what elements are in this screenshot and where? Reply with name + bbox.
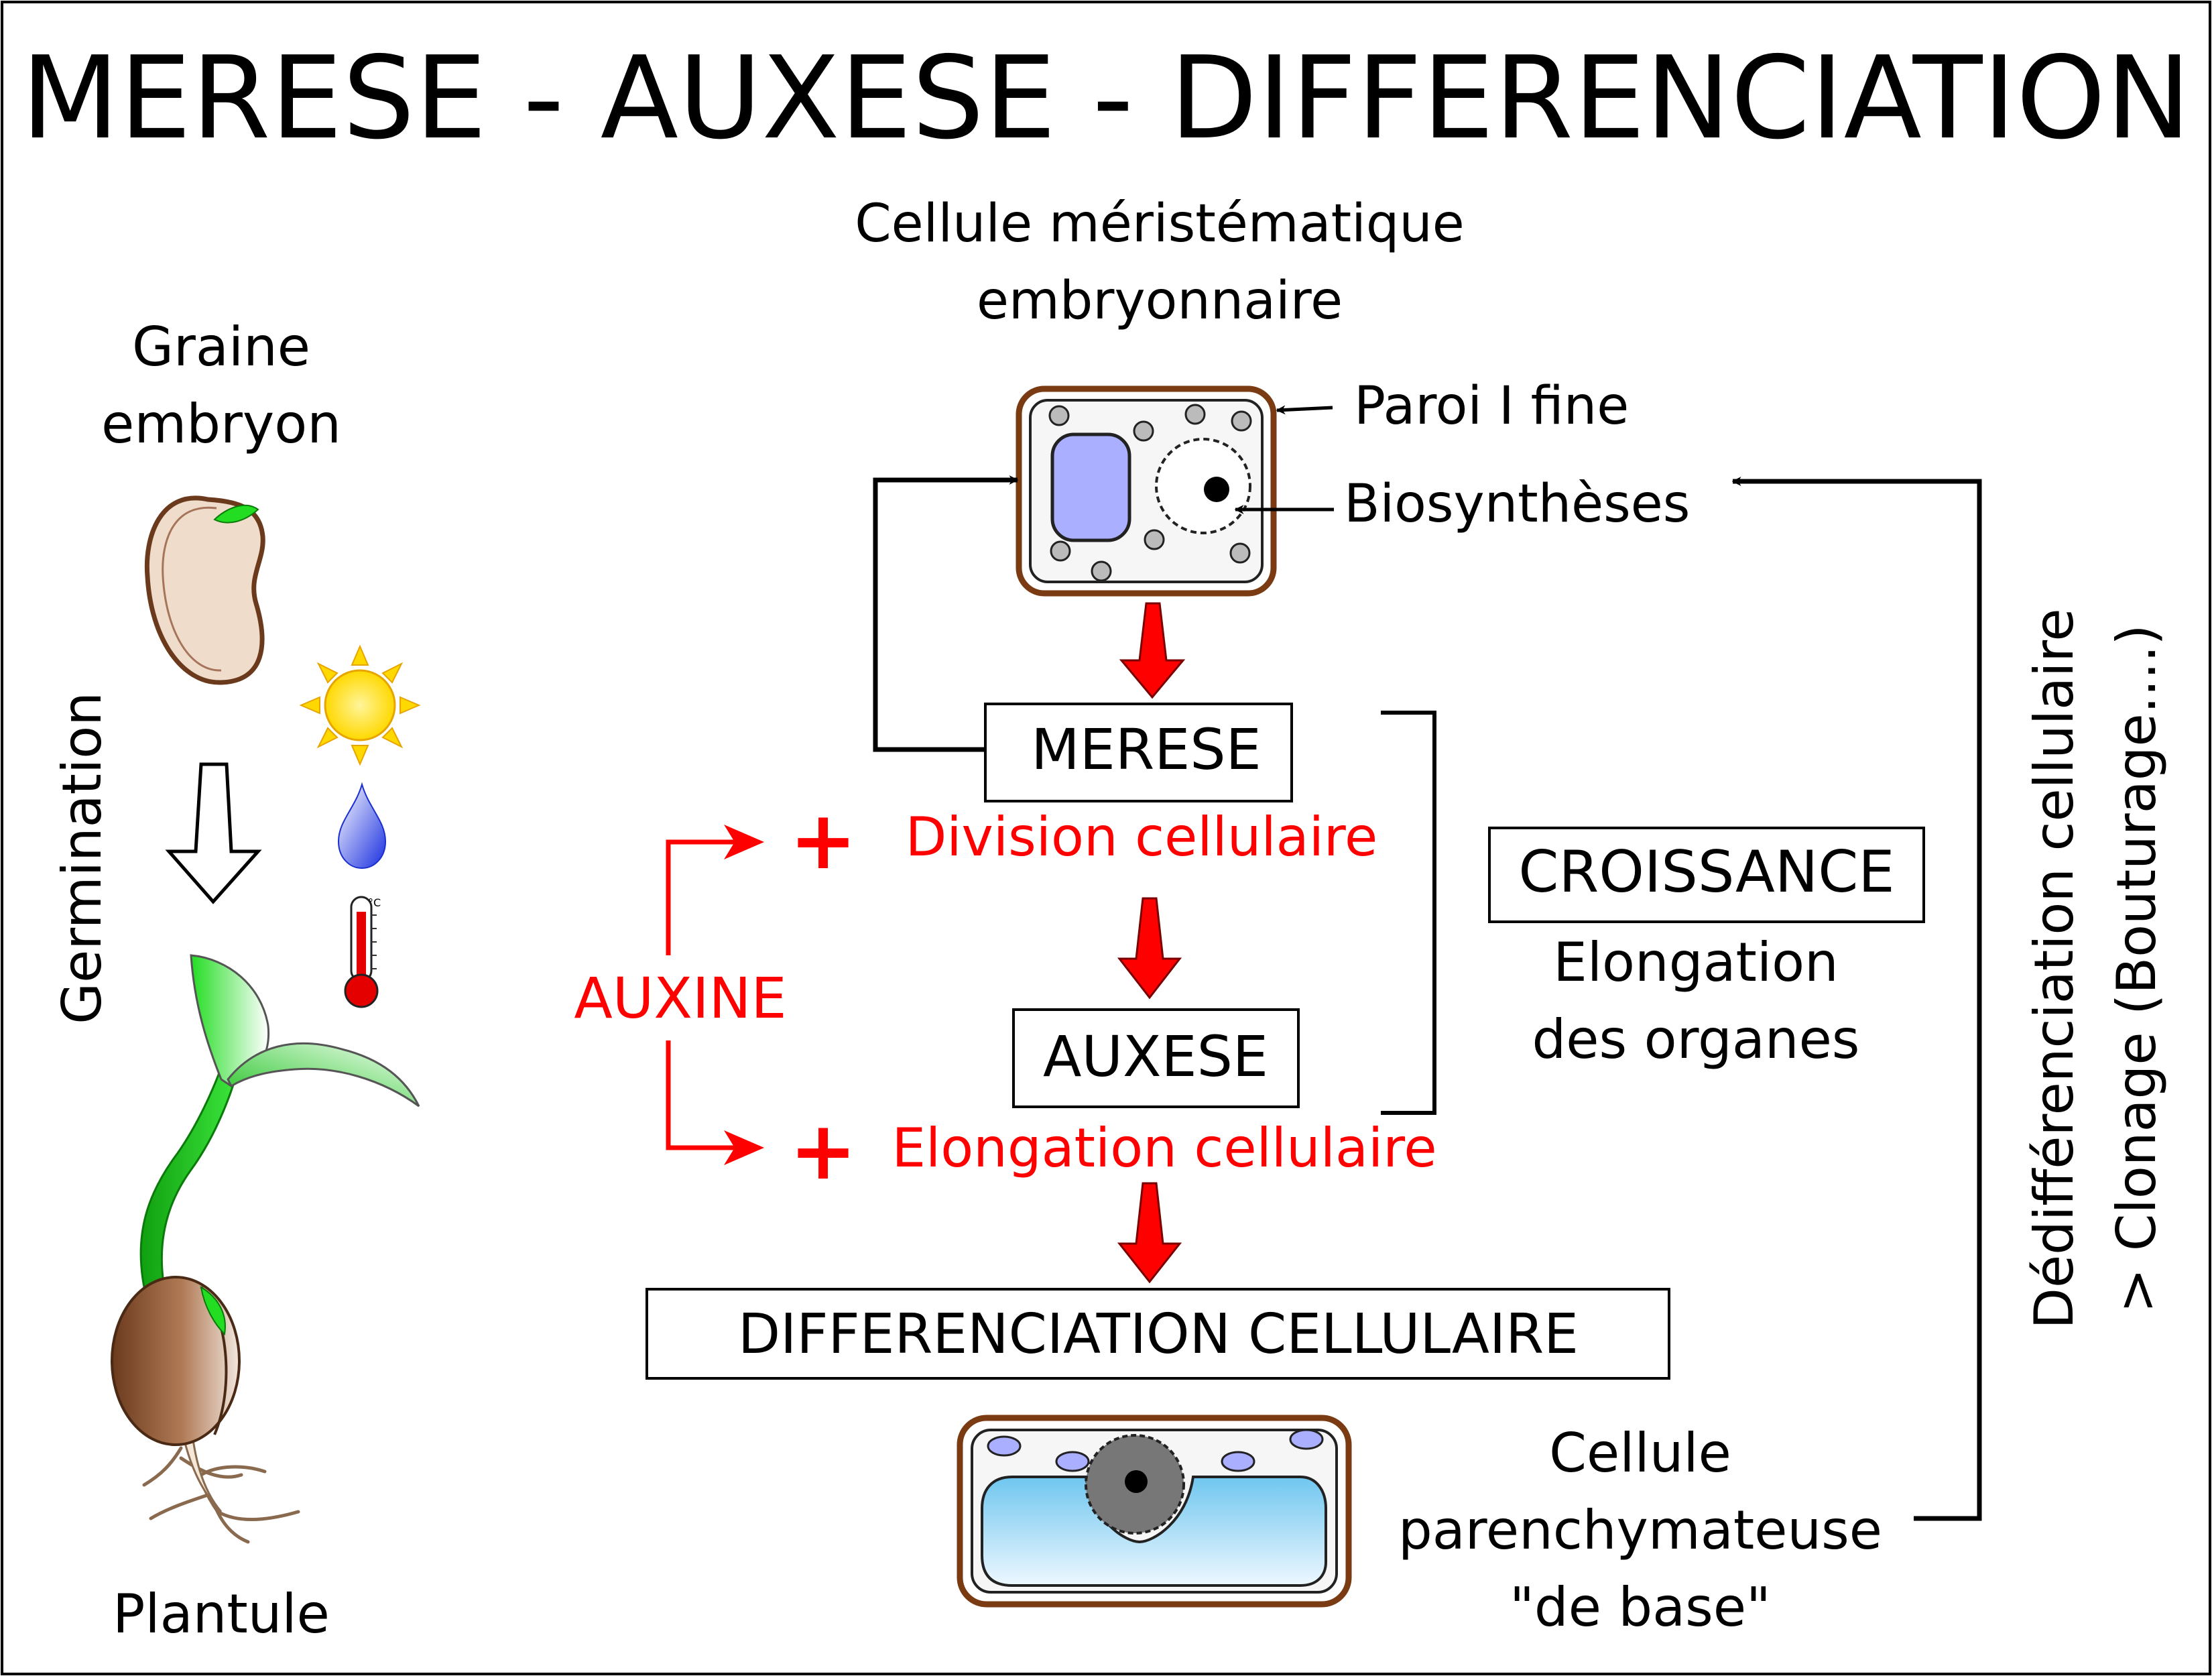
germination-arrow: [165, 762, 262, 904]
meristem-label-line2: embryonnaire: [977, 271, 1343, 331]
biosynthesis-annotation: Biosynthèses: [1344, 474, 1690, 534]
auxine-arrowhead-top: [724, 825, 764, 859]
red-arrow-to-differenciation: [1117, 1182, 1182, 1284]
plantlet-illustration: [111, 954, 420, 1544]
plus-elongation: +: [790, 1105, 857, 1198]
parenchyma-label-line1: Cellule: [1549, 1422, 1731, 1484]
auxese-label: AUXESE: [1043, 1024, 1268, 1089]
meristem-label-line1: Cellule méristématique: [855, 194, 1465, 254]
merese-loop-arrow: [873, 475, 1019, 752]
growth-bracket: [1381, 711, 1436, 1115]
meristem-nucleus: [1155, 438, 1251, 534]
parenchyma-plastids: [987, 1429, 1324, 1472]
meristem-vacuole: [1050, 432, 1131, 542]
auxine-label: AUXINE: [574, 965, 786, 1031]
seed-illustration: [144, 495, 265, 685]
plus-division: +: [790, 794, 857, 888]
thermometer-unit-label: °C: [368, 896, 381, 909]
page-title: MERESE - AUXESE - DIFFERENCIATION: [21, 32, 2191, 165]
seed-label-line2: embryon: [101, 393, 341, 455]
thermometer-icon: °C: [344, 896, 381, 1008]
division-text: Division cellulaire: [906, 806, 1378, 868]
parenchyma-nucleolus: [1125, 1470, 1148, 1493]
wall-annotation: Paroi I fine: [1354, 376, 1629, 436]
dedifferentiation-arrow: [1731, 477, 1982, 1521]
sun-icon: [299, 644, 421, 766]
growth-text-line2: des organes: [1532, 1008, 1860, 1071]
auxine-arrowhead-bottom: [724, 1130, 764, 1165]
croissance-box: [1488, 827, 1925, 923]
water-drop-icon: [337, 782, 387, 870]
merese-box: [984, 703, 1293, 802]
red-arrow-to-auxese: [1117, 897, 1182, 1000]
parenchyma-label-line2: parenchymateuse: [1398, 1499, 1882, 1561]
differenciation-box: [646, 1288, 1670, 1380]
parenchyma-vacuole: [981, 1476, 1327, 1587]
red-arrow-to-merese: [1119, 602, 1186, 699]
wall-annotation-arrow: [1276, 405, 1333, 415]
parenchyma-label-line3: "de base": [1510, 1576, 1771, 1638]
plantlet-label: Plantule: [113, 1583, 330, 1645]
differenciation-label: DIFFERENCIATION CELLULAIRE: [738, 1303, 1579, 1366]
elongation-text: Elongation cellulaire: [892, 1117, 1436, 1179]
meristem-organelles: [1048, 404, 1252, 582]
growth-text-line1: Elongation: [1553, 931, 1838, 994]
meristem-nucleolus: [1204, 477, 1229, 502]
dedifferentiation-line2: > Clonage (Bouturage....): [2105, 624, 2168, 1313]
parenchyma-cell: [957, 1415, 1352, 1608]
meristem-cell: [1016, 385, 1277, 597]
merese-label: MERESE: [1031, 717, 1261, 782]
auxese-box: [1012, 1008, 1300, 1108]
auxine-fork-arrows: [666, 839, 737, 1150]
dedifferentiation-line1: Dédifférenciation cellulaire: [2023, 608, 2085, 1329]
croissance-label: CROISSANCE: [1518, 839, 1894, 906]
seed-label-line1: Graine: [132, 316, 310, 378]
germination-label: Germination: [51, 692, 113, 1024]
